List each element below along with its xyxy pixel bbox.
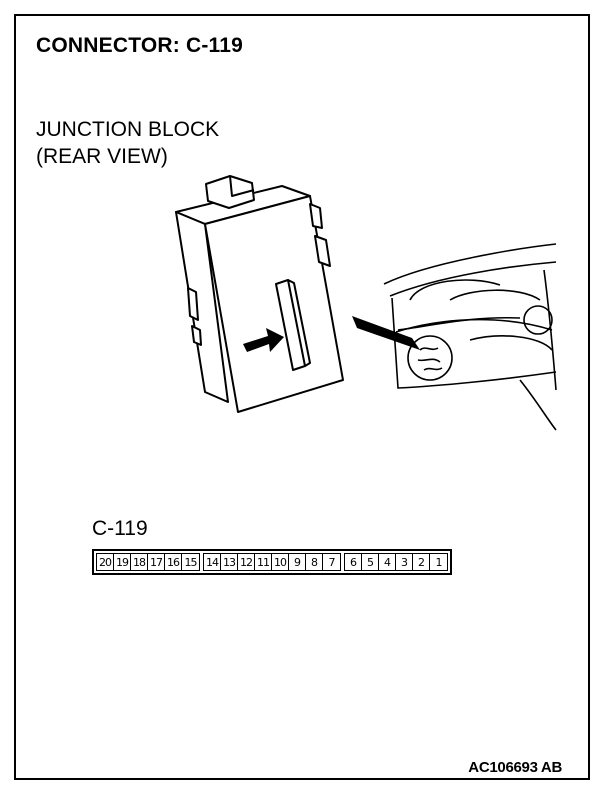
- pin-16: 16: [165, 554, 182, 571]
- pin-group-middle: 14 13 12 11 10 9 8 7: [203, 553, 341, 571]
- pin-19: 19: [114, 554, 131, 571]
- dashboard-location-sketch: [383, 243, 557, 431]
- pin-17: 17: [148, 554, 165, 571]
- pin-13: 13: [221, 554, 238, 571]
- component-name: JUNCTION BLOCK: [36, 118, 220, 141]
- page-title: CONNECTOR: C-119: [36, 34, 244, 57]
- pin-1: 1: [435, 556, 443, 569]
- connector-pinout: 20 19 18 17 16 15 14 13 12 11 10 9 8 7 6…: [92, 549, 452, 575]
- pin-7: 7: [328, 556, 336, 569]
- pin-18: 18: [131, 554, 148, 571]
- connector-label: C-119: [92, 517, 148, 540]
- pin-15: 15: [184, 556, 198, 569]
- pin-12: 12: [238, 554, 255, 571]
- pin-group-right: 6 5 4 3 2 1: [344, 553, 448, 571]
- pin-11: 11: [255, 554, 272, 571]
- pin-5: 5: [362, 554, 379, 571]
- pin-6: 6: [345, 554, 362, 571]
- pin-8: 8: [306, 554, 323, 571]
- pin-group-left: 20 19 18 17 16 15: [96, 553, 200, 571]
- pin-2: 2: [413, 554, 430, 571]
- pin-10: 10: [272, 554, 289, 571]
- pin-9: 9: [289, 554, 306, 571]
- diagram-frame: [14, 14, 590, 780]
- pointer-arrow: [243, 328, 284, 352]
- pin-14: 14: [204, 554, 221, 571]
- junction-block: [175, 175, 344, 413]
- figure-code: AC106693 AB: [468, 759, 562, 776]
- pin-20: 20: [97, 554, 114, 571]
- pin-4: 4: [379, 554, 396, 571]
- location-pointer: [352, 316, 420, 350]
- component-label: JUNCTION BLOCK (REAR VIEW): [36, 116, 219, 170]
- pin-3: 3: [396, 554, 413, 571]
- component-view: (REAR VIEW): [36, 145, 168, 168]
